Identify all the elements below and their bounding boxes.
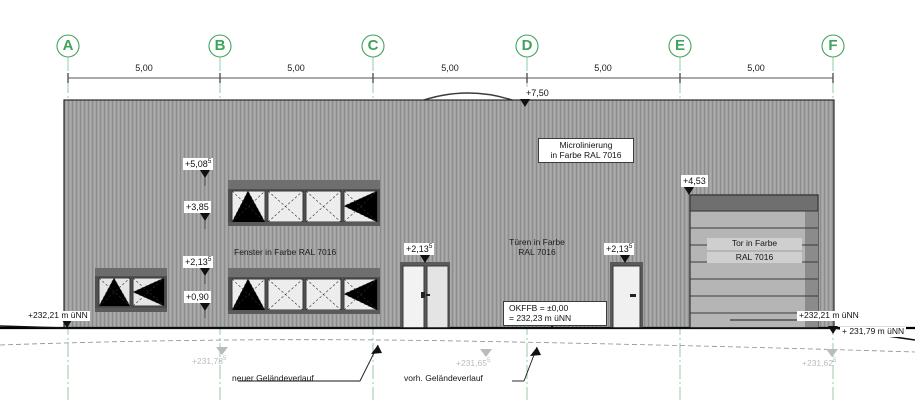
new-terrain-label: neuer Geländeverlauf — [232, 373, 314, 383]
window-band-lower — [228, 268, 380, 314]
grid-label-d: D — [521, 37, 533, 54]
existing-terrain-line — [0, 339, 915, 353]
door-single — [610, 262, 643, 329]
marker-3-85 — [200, 213, 210, 221]
elevation-door-right: +2,135 — [604, 243, 635, 256]
elevation-window-band-top-sup: 5 — [207, 158, 212, 165]
door-double — [400, 262, 450, 329]
elevation-door-left-value: +2,13 — [406, 244, 429, 254]
marker-4-53 — [684, 187, 694, 195]
elevation-door-right-value: +2,13 — [606, 244, 629, 254]
marker-7-50 — [520, 99, 530, 107]
elevation-gate-top: +4,53 — [681, 175, 708, 188]
microlining-line-2: in Farbe RAL 7016 — [550, 149, 622, 160]
dimension-a-b: 5,00 — [135, 63, 153, 73]
grid-label-e: E — [674, 37, 685, 54]
marker-left-ground — [62, 320, 72, 328]
doors-color-line-2: RAL 7016 — [518, 246, 556, 257]
windows-color-label: Fenster in Farbe RAL 7016 — [234, 247, 337, 257]
dimension-b-c: 5,00 — [287, 63, 305, 73]
elevation-window-band-bottom: +3,85 — [184, 201, 211, 214]
grid-label-f: F — [828, 37, 838, 54]
microlining-callout: Microlinierung in Farbe RAL 7016 — [538, 138, 634, 164]
doors-color-line-1: Türen in Farbe — [509, 237, 565, 247]
elevation-window-band-top-value: +5,08 — [185, 159, 208, 169]
elevation-door-left-sup: 5 — [428, 243, 433, 250]
okffb-line-2: = 232,23 m üNN — [509, 312, 572, 323]
okffb-line-1: OKFFB = ±0,00 — [509, 303, 569, 313]
marker-5-08 — [200, 170, 210, 178]
terrain-spot-2-sup: 5 — [486, 358, 491, 365]
doors-color-label: Türen in Farbe RAL 7016 — [489, 237, 585, 257]
terrain-spot-3: +231,625 — [802, 358, 837, 369]
dimension-c-d: 5,00 — [441, 63, 459, 73]
marker-0-90 — [200, 303, 210, 311]
grid-label-c: C — [367, 37, 379, 54]
marker-door-left — [420, 255, 430, 263]
marker-door-right — [620, 255, 630, 263]
elevation-window-low-top-value: +2,13 — [185, 257, 208, 267]
terrain-spot-1-sup: 5 — [222, 356, 227, 363]
right-ground-level-label: +232,21 m üNN — [797, 310, 861, 321]
grid-label-a: A — [62, 37, 74, 54]
dimension-e-f: 5,00 — [747, 63, 765, 73]
gate-color-line-2: RAL 7016 — [707, 251, 802, 264]
terrain-leader-arrows — [238, 344, 541, 382]
left-ground-level-label: +232,21 m üNN — [26, 310, 90, 321]
new-terrain-line — [0, 325, 915, 341]
terrain-spot-2: +231,655 — [456, 358, 491, 369]
dimension-d-e: 5,00 — [594, 63, 612, 73]
elevation-window-band-top: +5,085 — [183, 158, 214, 171]
terrain-spot-3-value: +231,62 — [802, 358, 833, 368]
terrain-spot-markers — [216, 347, 838, 357]
elevation-door-right-sup: 5 — [628, 243, 633, 250]
elevation-door-left: +2,135 — [404, 243, 435, 256]
terrain-spot-2-value: +231,65 — [456, 358, 487, 368]
right-terrain-level-label: + 231,79 m üNN — [840, 326, 907, 337]
terrain-spot-1: +231,785 — [192, 356, 227, 367]
grid-label-b: B — [214, 37, 226, 54]
microlining-line-1: Microlinierung — [559, 140, 613, 150]
marker-2-13-left — [200, 268, 210, 276]
elevation-window-low-top: +2,135 — [183, 256, 214, 269]
gate-color-line-1: Tor in Farbe — [707, 238, 802, 250]
window-band-upper — [228, 180, 380, 226]
roof-arch — [417, 92, 519, 103]
elevation-window-low-top-sup: 5 — [207, 256, 212, 263]
elevation-window-low-bottom: +0,90 — [184, 291, 211, 304]
window-small-left — [95, 268, 167, 312]
dimension-chain — [67, 73, 834, 83]
elevation-ridge: +7,50 — [524, 87, 551, 100]
terrain-spot-1-value: +231,78 — [192, 356, 223, 366]
gate-color-label: Tor in Farbe RAL 7016 — [707, 238, 802, 264]
terrain-spot-3-sup: 5 — [832, 358, 837, 365]
okffb-callout: OKFFB = ±0,00 = 232,23 m üNN — [503, 301, 607, 327]
existing-terrain-label: vorh. Geländeverlauf — [404, 373, 483, 383]
